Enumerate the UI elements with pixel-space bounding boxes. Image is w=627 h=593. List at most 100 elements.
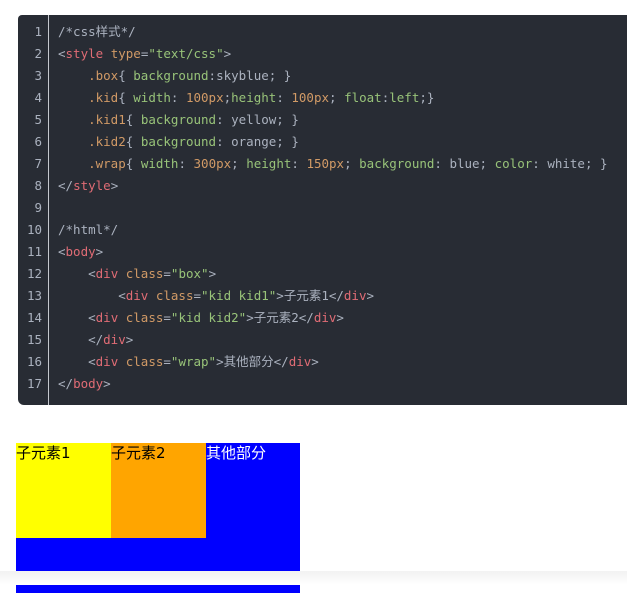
code-token: < xyxy=(58,288,126,303)
code-token: left xyxy=(389,90,420,105)
code-token: < xyxy=(58,244,66,259)
code-token: ; xyxy=(344,156,360,171)
line-number: 12 xyxy=(26,266,42,281)
code-token: { xyxy=(118,68,134,83)
line-number: 1 xyxy=(34,24,42,39)
code-token xyxy=(118,310,126,325)
code-lines: /*css样式*/<style type="text/css"> .box{ b… xyxy=(58,21,608,395)
code-token: width xyxy=(133,90,171,105)
code-token: .kid xyxy=(88,90,119,105)
line-number: 15 xyxy=(26,332,42,347)
code-line: </body> xyxy=(58,373,608,395)
code-token: </ xyxy=(58,178,74,193)
code-token: div xyxy=(95,354,119,369)
line-number: 4 xyxy=(34,90,42,105)
code-line: .kid1{ background: yellow; } xyxy=(58,109,608,131)
code-token xyxy=(58,112,88,127)
line-number: 17 xyxy=(26,376,42,391)
code-token: </ xyxy=(298,310,314,325)
line-number: 14 xyxy=(26,310,42,325)
code-line xyxy=(58,197,608,219)
code-token: "kid kid2" xyxy=(170,310,247,325)
line-number: 3 xyxy=(34,68,42,83)
code-token: background xyxy=(140,134,217,149)
code-token: body xyxy=(73,376,104,391)
code-token: float xyxy=(344,90,382,105)
kid1-block: 子元素1 xyxy=(16,443,111,538)
code-token: = xyxy=(193,288,202,303)
code-line: <body> xyxy=(58,241,608,263)
code-line: <style type="text/css"> xyxy=(58,43,608,65)
code-line: <div class="kid kid2">子元素2</div> xyxy=(58,307,608,329)
code-token: 100px xyxy=(291,90,330,105)
code-token: < xyxy=(58,310,96,325)
code-token: > xyxy=(216,354,224,369)
code-token xyxy=(58,68,88,83)
code-line: <div class="wrap">其他部分</div> xyxy=(58,351,608,373)
code-token: div xyxy=(103,332,126,347)
code-token: : xyxy=(276,90,292,105)
code-token: : xyxy=(381,90,390,105)
code-token xyxy=(58,90,88,105)
code-token xyxy=(58,156,88,171)
code-token: 子元素1 xyxy=(283,288,329,303)
code-token: style xyxy=(73,178,111,193)
code-token: class xyxy=(155,288,194,303)
code-token xyxy=(148,288,156,303)
code-token: ; xyxy=(329,90,345,105)
rendered-demo: 其他部分 子元素1 子元素2 xyxy=(16,443,300,593)
code-token: .kid1 xyxy=(88,112,126,127)
code-token: > xyxy=(366,288,375,303)
code-token: background xyxy=(133,68,209,83)
code-token: = xyxy=(163,266,171,281)
code-token: </ xyxy=(58,376,74,391)
code-token xyxy=(118,266,126,281)
line-number: 9 xyxy=(34,200,42,215)
line-number: 2 xyxy=(34,46,42,61)
code-token: type xyxy=(110,46,141,61)
wrap-label: 其他部分 xyxy=(206,444,267,462)
code-token: > xyxy=(336,310,344,325)
code-token: < xyxy=(58,266,96,281)
code-token xyxy=(103,46,111,61)
code-token: = xyxy=(163,310,171,325)
kid2-block: 子元素2 xyxy=(111,443,206,538)
line-number: 5 xyxy=(34,112,42,127)
code-token: 其他部分 xyxy=(223,354,274,369)
code-token: "wrap" xyxy=(170,354,217,369)
code-token: "text/css" xyxy=(148,46,224,61)
code-token: = xyxy=(140,46,149,61)
code-token: > xyxy=(276,288,284,303)
code-token: :skyblue; } xyxy=(208,68,292,83)
code-line: .box{ background:skyblue; } xyxy=(58,65,608,87)
code-token xyxy=(58,134,88,149)
code-token: .kid2 xyxy=(88,134,126,149)
code-token: 300px xyxy=(193,156,232,171)
code-token: class xyxy=(125,310,164,325)
code-token: height xyxy=(231,90,277,105)
code-token: > xyxy=(125,332,134,347)
code-line: <div class="kid kid1">子元素1</div> xyxy=(58,285,608,307)
line-number: 11 xyxy=(26,244,42,259)
code-token: : xyxy=(170,90,186,105)
code-token: background xyxy=(140,112,217,127)
code-token: </ xyxy=(273,354,289,369)
code-token: </ xyxy=(58,332,104,347)
code-token: > xyxy=(223,46,232,61)
code-token: style xyxy=(65,46,104,61)
line-number: 10 xyxy=(26,222,42,237)
code-token: ;} xyxy=(419,90,435,105)
code-token: div xyxy=(288,354,312,369)
code-token: div xyxy=(343,288,367,303)
kid1-label: 子元素1 xyxy=(16,444,71,462)
code-token: /*css样式*/ xyxy=(58,24,136,39)
code-token: : orange; } xyxy=(216,134,299,149)
bottom-fade xyxy=(0,571,627,585)
code-token: div xyxy=(95,266,119,281)
code-token: width xyxy=(140,156,179,171)
code-line: /*css样式*/ xyxy=(58,21,608,43)
code-token: .wrap xyxy=(88,156,126,171)
code-token: > xyxy=(110,178,119,193)
